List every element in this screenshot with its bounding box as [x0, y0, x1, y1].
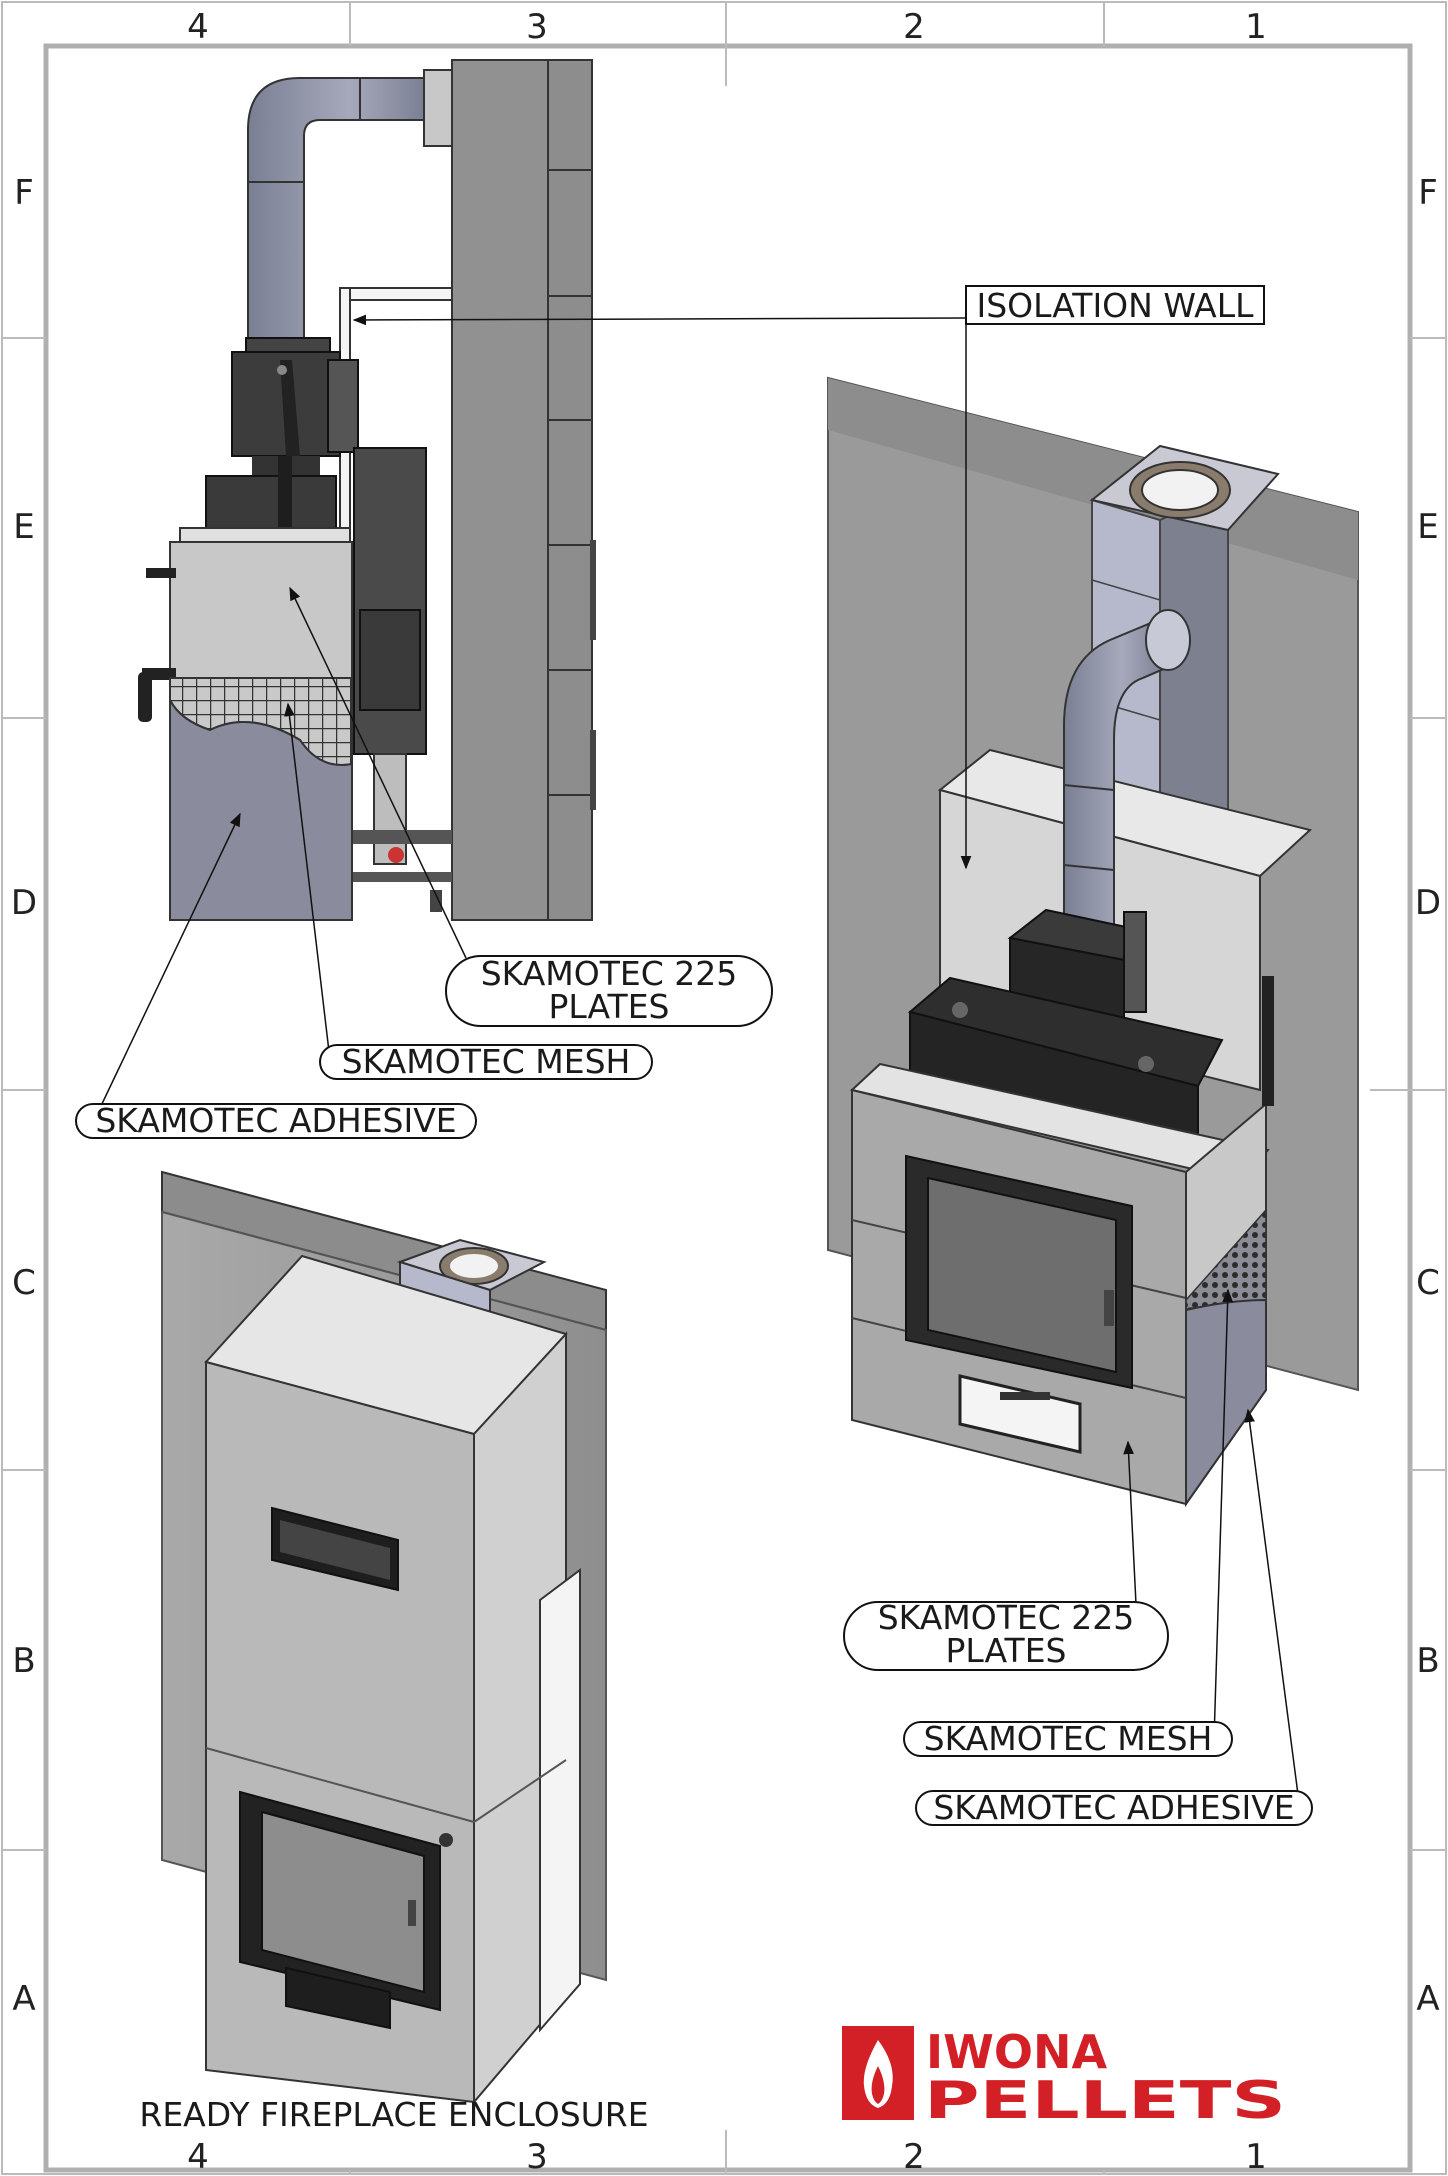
left-adhesive-label: SKAMOTEC ADHESIVE [95, 1101, 456, 1140]
right-mesh-label: SKAMOTEC MESH [924, 1719, 1213, 1758]
col-label-3: 3 [526, 7, 548, 47]
row-label-d-right: D [1415, 883, 1441, 923]
row-label-d: D [11, 883, 37, 923]
row-label-b: B [12, 1641, 35, 1681]
right-adhesive-label: SKAMOTEC ADHESIVE [933, 1788, 1294, 1827]
logo-text-iwona: IWONA [926, 2025, 1107, 2079]
right-plates-label-line1: SKAMOTEC 225 [878, 1598, 1135, 1637]
row-label-e: E [13, 507, 34, 547]
isometric-assembly-view [827, 376, 1359, 1508]
adhesive-leader-left [99, 812, 241, 1109]
callout-left-mesh: SKAMOTEC MESH [319, 1042, 653, 1081]
callout-right-adhesive: SKAMOTEC ADHESIVE [915, 1788, 1313, 1827]
col-label-2-bottom: 2 [903, 2137, 925, 2176]
mesh-leader-right [1213, 1288, 1234, 1741]
isolation-wall-label: ISOLATION WALL [976, 286, 1254, 325]
leader-lines [99, 314, 1301, 1811]
mesh-leader-left [284, 702, 331, 1061]
col-label-4-bottom: 4 [187, 2137, 209, 2176]
callout-right-mesh: SKAMOTEC MESH [903, 1719, 1233, 1758]
plates-leader-left [289, 586, 467, 959]
row-label-c: C [12, 1263, 36, 1303]
ready-enclosure-caption: READY FIREPLACE ENCLOSURE [139, 2095, 648, 2134]
right-plates-label-line2: PLATES [945, 1631, 1066, 1670]
logo-text-pellets: PELLETS [924, 2071, 1286, 2131]
left-plates-label-line1: SKAMOTEC 225 [481, 954, 738, 993]
col-label-3-bottom: 3 [526, 2137, 548, 2176]
left-plates-label-line2: PLATES [548, 987, 669, 1026]
left-mesh-label: SKAMOTEC MESH [342, 1042, 631, 1081]
callout-right-plates: SKAMOTEC 225 PLATES [843, 1598, 1169, 1671]
col-label-1-bottom: 1 [1245, 2137, 1267, 2176]
row-label-a-right: A [1416, 1979, 1439, 2019]
col-label-2: 2 [903, 7, 925, 47]
finished-enclosure-view [161, 1170, 607, 2105]
callout-left-adhesive: SKAMOTEC ADHESIVE [75, 1101, 477, 1140]
col-label-1: 1 [1245, 7, 1267, 47]
row-label-c-right: C [1416, 1263, 1440, 1303]
iwona-pellets-logo: IWONA PELLETS [842, 2025, 1286, 2131]
row-label-b-right: B [1416, 1641, 1439, 1681]
row-label-e-right: E [1417, 507, 1438, 547]
callout-left-plates: SKAMOTEC 225 PLATES [445, 954, 773, 1027]
side-section-view [138, 59, 596, 921]
row-label-f: F [14, 173, 34, 213]
callout-isolation-wall: ISOLATION WALL [965, 285, 1265, 325]
col-label-4: 4 [187, 7, 209, 47]
zone-labels: 4 3 2 1 4 3 2 1 F E D C B A F E D C B A [11, 7, 1441, 2176]
row-label-a: A [12, 1979, 35, 2019]
plates-leader-right [1123, 1440, 1137, 1605]
isolation-wall-leader-left [352, 314, 967, 326]
adhesive-leader-right [1244, 1408, 1301, 1811]
row-label-f-right: F [1418, 173, 1438, 213]
